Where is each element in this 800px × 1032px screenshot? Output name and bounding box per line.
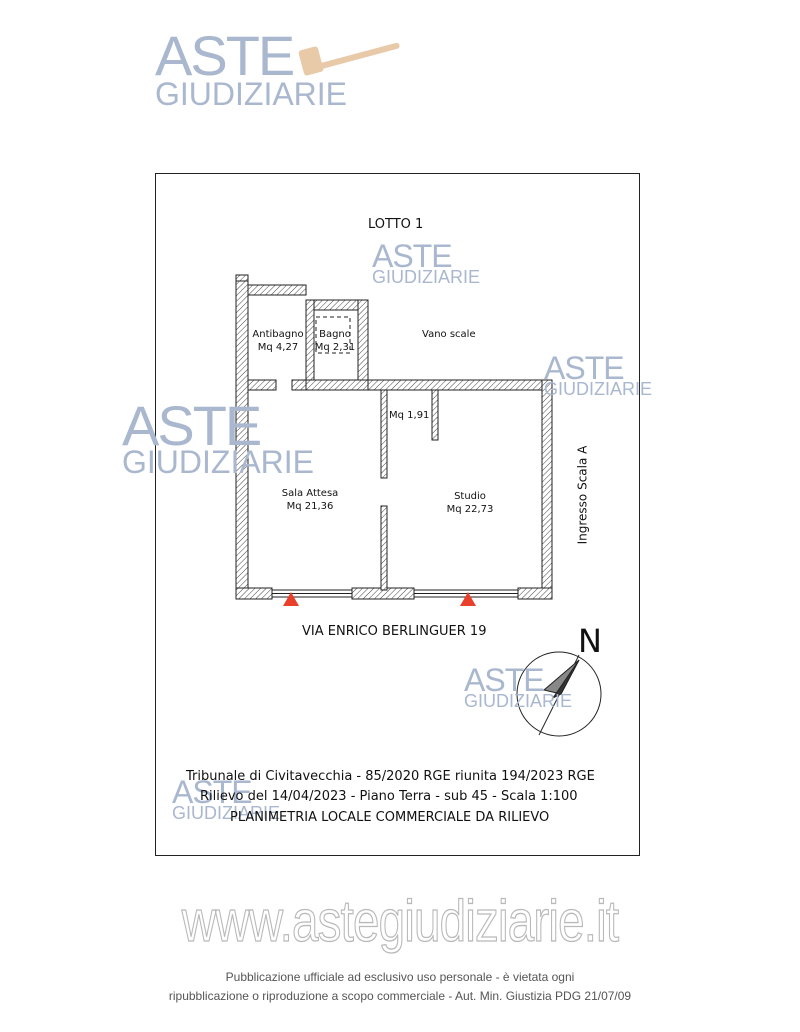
wall-partition-lower bbox=[380, 505, 388, 591]
compass bbox=[516, 651, 602, 737]
north-label: N bbox=[578, 622, 602, 660]
watermark-compass: ASTE GIUDIZIARIE bbox=[464, 662, 573, 711]
entrance-arrow-right bbox=[460, 592, 476, 606]
wall-closet-right bbox=[431, 389, 439, 441]
watermark-caption: ASTE GIUDIZIARIE bbox=[172, 774, 281, 823]
caption-line3: PLANIMETRIA LOCALE COMMERCIALE DA RILIEV… bbox=[230, 810, 550, 825]
logo-giudiziarie-text: GIUDIZIARIE bbox=[155, 76, 348, 112]
lot-title: LOTTO 1 bbox=[368, 217, 424, 232]
room-bagno: Bagno Mq 2,31 bbox=[314, 329, 356, 353]
wall-antibagno-bottom-2 bbox=[291, 379, 307, 391]
entrance-label: Ingresso Scala A bbox=[575, 445, 590, 545]
wall-right bbox=[541, 379, 553, 600]
caption-line1: Tribunale di Civitavecchia - 85/2020 RGE… bbox=[186, 769, 595, 784]
room-studio: Studio Mq 22,73 bbox=[446, 491, 494, 515]
wall-bagno-right bbox=[357, 299, 369, 389]
entrance-arrow-left bbox=[283, 592, 299, 606]
wall-bottom-left bbox=[235, 587, 273, 600]
room-closet: Mq 1,91 bbox=[389, 410, 430, 421]
logo-aste-text: ASTE bbox=[155, 24, 295, 87]
wall-antibagno-bottom bbox=[247, 379, 277, 391]
wall-bagno-left bbox=[305, 299, 315, 389]
footer-note-2: ripubblicazione o riproduzione a scopo c… bbox=[168, 989, 632, 1003]
wall-bagno-bottom bbox=[305, 379, 369, 391]
wall-top-antibagno bbox=[235, 274, 249, 282]
watermark-left: ASTE GIUDIZIARIE bbox=[122, 394, 315, 480]
footer-note-1: Pubblicazione ufficiale ad esclusivo uso… bbox=[225, 970, 575, 984]
room-antibagno: Antibagno Mq 4,27 bbox=[252, 329, 304, 353]
footer-url: www.astegiudiziarie.it bbox=[181, 888, 620, 954]
drawing-sheet bbox=[155, 173, 640, 856]
wall-partition-upper bbox=[380, 389, 388, 479]
wall-top-antibagno-2 bbox=[247, 284, 307, 296]
top-logo: ASTE GIUDIZIARIE bbox=[155, 24, 400, 112]
street-label: VIA ENRICO BERLINGUER 19 bbox=[302, 624, 487, 639]
room-vano-scale: Vano scale bbox=[422, 329, 476, 340]
bagno-fixture bbox=[315, 316, 351, 354]
room-sala-attesa: Sala Attesa Mq 21,36 bbox=[281, 488, 339, 512]
wall-bottom-right bbox=[517, 587, 553, 600]
wall-top-right bbox=[367, 379, 553, 391]
caption-line2: Rilievo del 14/04/2023 - Piano Terra - s… bbox=[200, 789, 578, 804]
watermark-center-top: ASTE GIUDIZIARIE bbox=[372, 238, 481, 287]
gavel-icon bbox=[298, 42, 400, 76]
watermark-right: ASTE GIUDIZIARIE bbox=[544, 350, 653, 399]
